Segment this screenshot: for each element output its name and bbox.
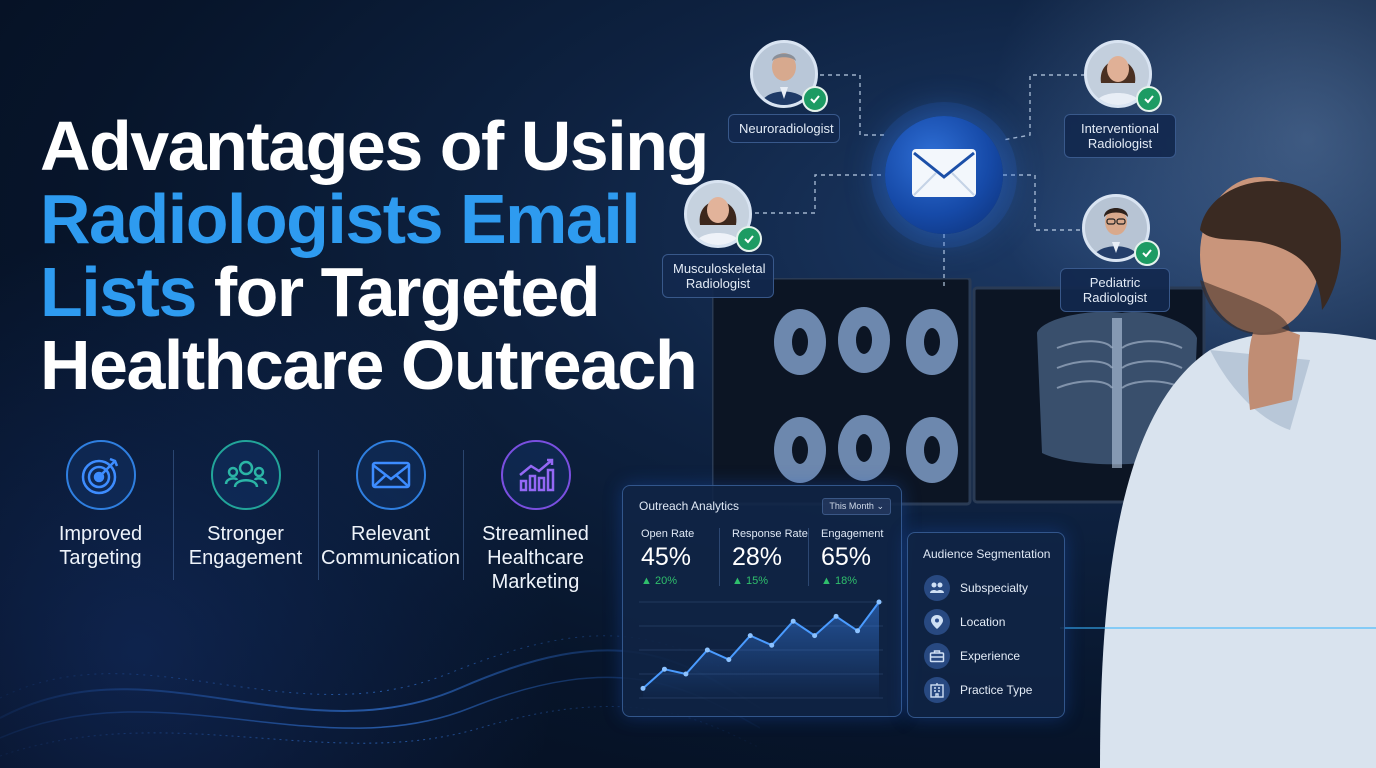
segment-practice-type[interactable]: Practice Type bbox=[924, 677, 1032, 703]
feature-stronger-engagement: Stronger Engagement bbox=[173, 440, 318, 600]
title-line-3: Lists for Targeted bbox=[40, 256, 708, 329]
trend-point bbox=[661, 666, 667, 672]
verified-check-icon bbox=[1136, 86, 1162, 112]
trend-point bbox=[704, 647, 710, 653]
feature-label: Stronger Engagement bbox=[188, 523, 303, 569]
delta-value: 20% bbox=[654, 575, 677, 587]
period-value: This Month bbox=[829, 501, 874, 511]
engagement-trend-chart bbox=[639, 599, 883, 699]
segment-label: Experience bbox=[960, 649, 1021, 663]
metric-engagement: Engagement 65% ▲ 18% bbox=[821, 528, 903, 587]
trend-point bbox=[640, 685, 646, 691]
trend-line bbox=[642, 601, 880, 690]
delta-value: 18% bbox=[834, 575, 857, 587]
trend-up-icon: ▲ bbox=[641, 575, 652, 587]
metric-label: Response Rate bbox=[732, 528, 808, 540]
delta-value: 15% bbox=[745, 575, 768, 587]
segment-subspecialty[interactable]: Subspecialty bbox=[924, 575, 1028, 601]
trend-point bbox=[812, 633, 818, 639]
segment-location[interactable]: Location bbox=[924, 609, 1005, 635]
envelope-icon bbox=[910, 147, 978, 204]
metric-value: 65% bbox=[821, 543, 872, 571]
period-dropdown[interactable]: This Month ⌄ bbox=[822, 498, 891, 515]
metric-label: Open Rate bbox=[641, 528, 695, 540]
building-icon bbox=[924, 677, 950, 703]
email-hub bbox=[885, 116, 1003, 234]
verified-check-icon bbox=[1134, 240, 1160, 266]
trend-area bbox=[643, 602, 879, 698]
trend-point bbox=[790, 618, 796, 624]
growth-chart-icon bbox=[500, 440, 571, 510]
segment-label: Location bbox=[960, 615, 1006, 629]
radiologist-node-neuro: Neuroradiologist bbox=[728, 40, 840, 144]
node-label: Neuroradiologist bbox=[728, 114, 840, 143]
metric-delta: ▲ 15% bbox=[732, 575, 814, 587]
trend-point bbox=[833, 613, 839, 619]
feature-list: Improved Targeting Stronger Engagement R… bbox=[28, 440, 608, 600]
outreach-analytics-panel: Outreach Analytics This Month ⌄ Open Rat… bbox=[622, 485, 902, 717]
briefcase-icon bbox=[924, 643, 950, 669]
trend-up-icon: ▲ bbox=[821, 575, 832, 587]
audience-segmentation-panel: Audience Segmentation Subspecialty Locat… bbox=[907, 532, 1065, 718]
target-icon bbox=[65, 440, 136, 510]
segment-label: Subspecialty bbox=[960, 581, 1029, 595]
page-title: Advantages of Using Radiologists Email L… bbox=[40, 107, 709, 404]
panel-title: Audience Segmentation bbox=[923, 547, 1051, 561]
feature-label: Streamlined Healthcare Marketing bbox=[482, 523, 589, 593]
radiologist-node-interventional: Interventional Radiologist bbox=[1064, 40, 1176, 158]
trend-point bbox=[726, 657, 732, 663]
radiologist-node-pediatric: Pediatric Radiologist bbox=[1060, 194, 1170, 312]
feature-streamlined-marketing: Streamlined Healthcare Marketing bbox=[463, 440, 608, 600]
node-label: Interventional Radiologist bbox=[1064, 114, 1176, 158]
divider bbox=[808, 528, 809, 586]
metric-delta: ▲ 20% bbox=[641, 575, 723, 587]
envelope-icon bbox=[355, 440, 426, 510]
metric-label: Engagement bbox=[821, 528, 884, 540]
title-line-4: Healthcare Outreach bbox=[40, 326, 698, 404]
title-line-1: Advantages of Using bbox=[40, 107, 709, 185]
metric-delta: ▲ 18% bbox=[821, 575, 903, 587]
feature-relevant-communication: Relevant Communication bbox=[318, 440, 463, 600]
trend-point bbox=[876, 599, 882, 605]
feature-improved-targeting: Improved Targeting bbox=[28, 440, 173, 600]
location-pin-icon bbox=[924, 609, 950, 635]
metric-value: 45% bbox=[641, 543, 692, 571]
radiologist-node-musculoskeletal: Musculoskeletal Radiologist bbox=[662, 180, 774, 298]
trend-point bbox=[747, 633, 753, 639]
group-icon bbox=[210, 440, 281, 510]
verified-check-icon bbox=[802, 86, 828, 112]
metric-response-rate: Response Rate 28% ▲ 15% bbox=[732, 528, 814, 587]
segment-experience[interactable]: Experience bbox=[924, 643, 1020, 669]
trend-point bbox=[855, 628, 861, 634]
node-label: Pediatric Radiologist bbox=[1060, 268, 1170, 312]
feature-label: Improved Targeting bbox=[58, 523, 143, 569]
feature-label: Relevant Communication bbox=[321, 523, 460, 569]
trend-point bbox=[683, 671, 689, 677]
panel-title: Outreach Analytics bbox=[639, 499, 740, 513]
metric-open-rate: Open Rate 45% ▲ 20% bbox=[641, 528, 723, 587]
trend-point bbox=[769, 642, 775, 648]
people-icon bbox=[924, 575, 950, 601]
metric-value: 28% bbox=[732, 543, 783, 571]
title-line-2: Radiologists Email bbox=[40, 180, 641, 258]
chevron-down-icon: ⌄ bbox=[876, 501, 884, 511]
verified-check-icon bbox=[736, 226, 762, 252]
node-label: Musculoskeletal Radiologist bbox=[662, 254, 774, 298]
title-line-3-rest: for Targeted bbox=[195, 253, 601, 331]
doctor-illustration bbox=[1100, 177, 1376, 768]
divider bbox=[719, 528, 720, 586]
radiology-monitors-illustration bbox=[712, 278, 1206, 506]
title-accent-word: Lists bbox=[40, 253, 197, 331]
segment-label: Practice Type bbox=[960, 683, 1033, 697]
trend-up-icon: ▲ bbox=[732, 575, 743, 587]
